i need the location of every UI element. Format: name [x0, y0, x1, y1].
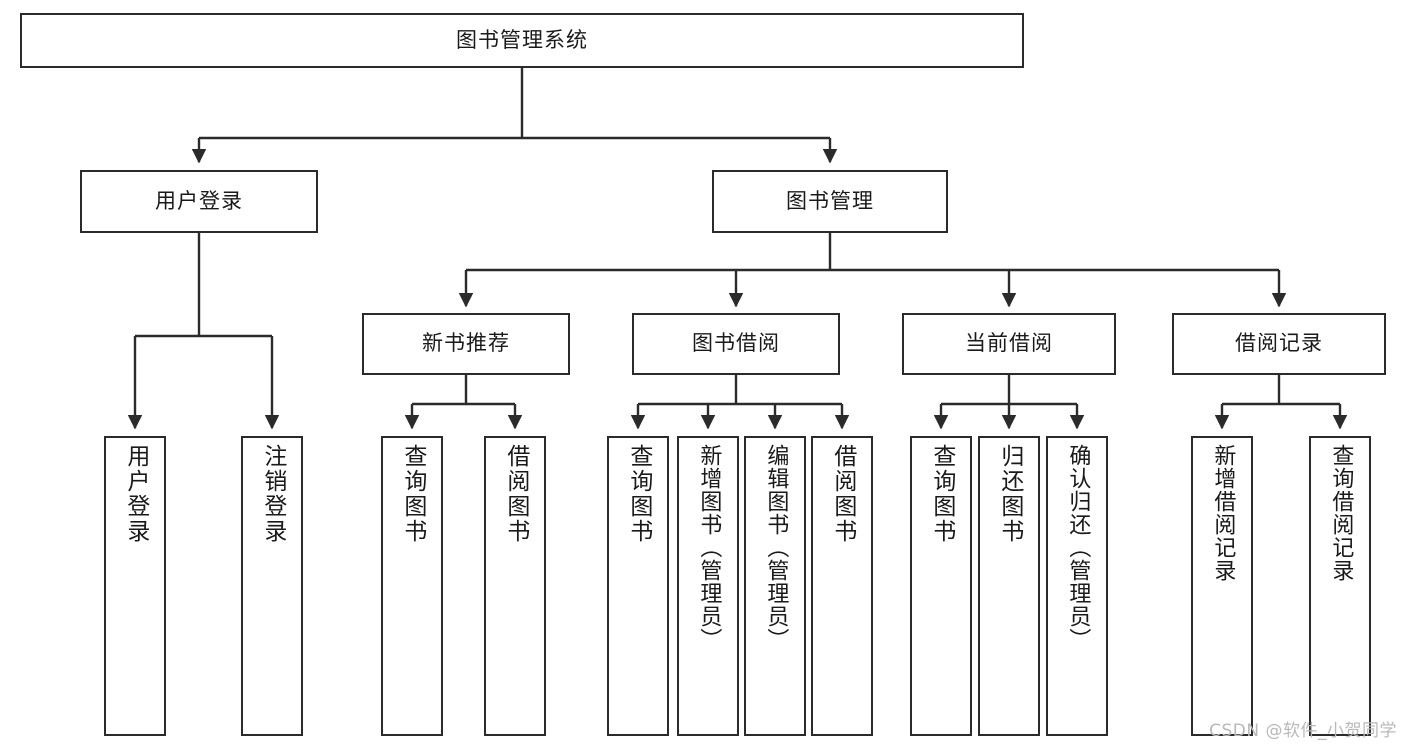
node-book-borrow-label: 图书借阅	[692, 331, 780, 356]
leaf-return-book-label: 归还图书	[996, 444, 1023, 544]
leaf-query-book-3[interactable]: 查询图书	[910, 436, 972, 736]
leaf-add-book-label: 新增图书（管理员）	[696, 444, 722, 651]
leaf-add-record-label: 新增借阅记录	[1210, 444, 1236, 582]
node-book-manage-label: 图书管理	[786, 188, 874, 213]
node-borrow-record-label: 借阅记录	[1235, 331, 1323, 356]
leaf-add-book[interactable]: 新增图书（管理员）	[677, 436, 739, 736]
leaf-query-book-2-label: 查询图书	[625, 444, 652, 544]
node-borrow-record[interactable]: 借阅记录	[1172, 313, 1386, 375]
leaf-edit-book-label: 编辑图书（管理员）	[763, 444, 789, 651]
leaf-user-login[interactable]: 用户登录	[104, 436, 166, 736]
leaf-confirm-return-label: 确认归还（管理员）	[1065, 444, 1091, 651]
node-book-manage[interactable]: 图书管理	[712, 170, 948, 233]
leaf-query-book-2[interactable]: 查询图书	[607, 436, 669, 736]
leaf-borrow-book-1[interactable]: 借阅图书	[484, 436, 546, 736]
leaf-borrow-book-1-label: 借阅图书	[502, 444, 529, 544]
leaf-borrow-book-2[interactable]: 借阅图书	[811, 436, 873, 736]
leaf-query-book-3-label: 查询图书	[928, 444, 955, 544]
node-user-login[interactable]: 用户登录	[80, 170, 318, 233]
leaf-query-record-label: 查询借阅记录	[1328, 444, 1354, 582]
leaf-add-record[interactable]: 新增借阅记录	[1191, 436, 1253, 736]
leaf-borrow-book-2-label: 借阅图书	[829, 444, 856, 544]
node-new-book-rec-label: 新书推荐	[422, 331, 510, 356]
leaf-query-book-1-label: 查询图书	[399, 444, 426, 544]
leaf-edit-book[interactable]: 编辑图书（管理员）	[744, 436, 806, 736]
leaf-query-book-1[interactable]: 查询图书	[381, 436, 443, 736]
leaf-query-record[interactable]: 查询借阅记录	[1309, 436, 1371, 736]
leaf-user-login-label: 用户登录	[122, 444, 149, 544]
leaf-return-book[interactable]: 归还图书	[978, 436, 1040, 736]
node-current-borrow-label: 当前借阅	[965, 331, 1053, 356]
node-root-label: 图书管理系统	[456, 27, 588, 52]
node-new-book-rec[interactable]: 新书推荐	[362, 313, 570, 375]
node-root[interactable]: 图书管理系统	[20, 13, 1024, 68]
node-current-borrow[interactable]: 当前借阅	[902, 313, 1116, 375]
node-book-borrow[interactable]: 图书借阅	[632, 313, 840, 375]
leaf-logout-label: 注销登录	[259, 444, 286, 544]
leaf-logout[interactable]: 注销登录	[241, 436, 303, 736]
node-user-login-label: 用户登录	[155, 188, 243, 213]
leaf-confirm-return[interactable]: 确认归还（管理员）	[1046, 436, 1108, 736]
